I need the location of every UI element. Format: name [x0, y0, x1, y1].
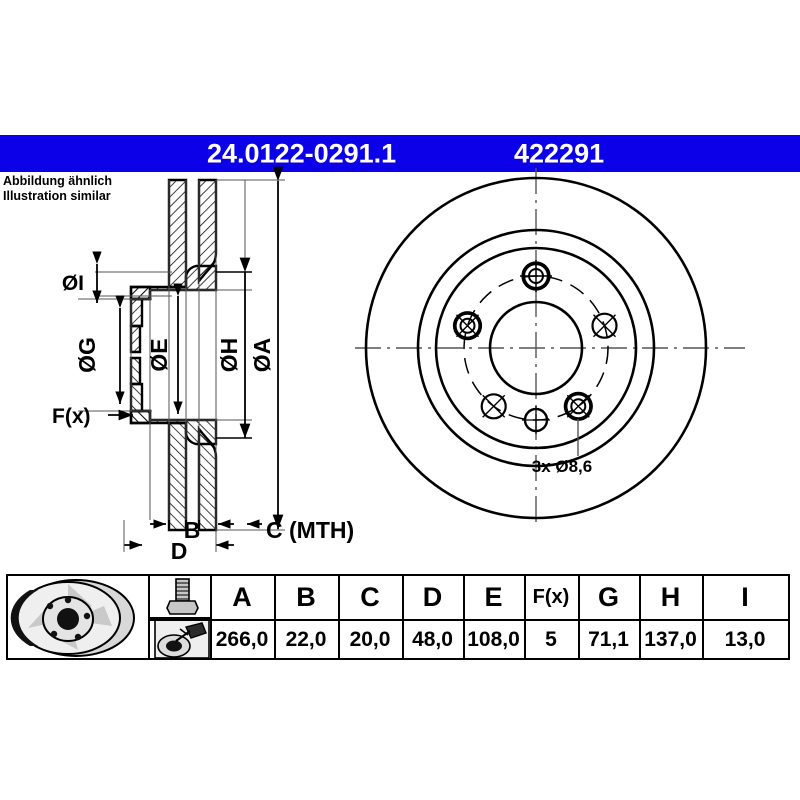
dimension-dia-G: ØG	[74, 295, 125, 404]
part-number: 24.0122-0291.1	[207, 138, 397, 168]
label-f-x: F(x)	[52, 405, 91, 428]
dimension-B: B	[150, 517, 234, 543]
table-divider	[210, 576, 212, 658]
column-header-C: C	[360, 582, 380, 612]
table-divider	[578, 576, 580, 658]
table-divider	[702, 576, 704, 658]
measuring-tool-icon	[154, 619, 210, 659]
section-body-lower	[129, 356, 218, 532]
section-body-upper	[129, 178, 218, 354]
column-header-I: I	[741, 582, 749, 612]
value-A: 266,0	[215, 627, 269, 651]
illustration-note: Abbildung ähnlich Illustration similar	[3, 174, 112, 203]
label-hole-callout: 3x Ø8,6	[532, 457, 593, 476]
plain-holes	[522, 406, 550, 434]
label-dia-I: ØI	[62, 272, 84, 295]
centre-lines	[355, 168, 745, 528]
label-dia-H: ØH	[216, 338, 242, 373]
column-header-G: G	[597, 582, 619, 612]
column-header-A: A	[232, 582, 252, 612]
dimension-dia-H: ØH	[216, 257, 252, 439]
wheel-bolt-icon	[166, 578, 199, 615]
reference-number: 422291	[514, 138, 605, 168]
table-divider	[148, 619, 788, 621]
value-B: 22,0	[285, 627, 327, 651]
threaded-holes	[452, 261, 593, 421]
value-E: 108,0	[467, 627, 520, 651]
table-divider	[338, 576, 340, 658]
label-dia-A: ØA	[249, 338, 275, 373]
table-divider	[463, 576, 465, 658]
callout-hole-diameter: 3x Ø8,6	[532, 419, 593, 476]
part-number-banner: 24.0122-0291.1 422291	[0, 135, 800, 172]
callout-f-x: F(x)	[52, 405, 133, 428]
specification-table: A B C D E F(x) G H I 266,0 22,0 20,0 48,…	[6, 574, 790, 660]
value-I: 13,0	[724, 627, 766, 651]
face-view: 3x Ø8,6	[355, 168, 745, 528]
note-line-de: Abbildung ähnlich	[3, 174, 113, 188]
cross-section-view: ØI ØG ØE ØH ØA	[52, 166, 354, 564]
label-dim-B: B	[184, 517, 201, 543]
hat-outer-circle	[434, 246, 638, 450]
label-dim-D: D	[171, 538, 188, 564]
table-divider	[524, 576, 526, 658]
dimension-dia-E: ØE	[146, 283, 183, 414]
note-line-en: Illustration similar	[3, 188, 111, 203]
value-H: 137,0	[644, 627, 697, 651]
value-G: 71,1	[588, 627, 629, 651]
disc-ring-circle	[416, 228, 656, 468]
hub-bore-circle	[488, 300, 584, 396]
label-dia-E: ØE	[146, 338, 172, 371]
table-divider	[148, 617, 210, 619]
table-divider	[639, 576, 641, 658]
column-header-D: D	[422, 582, 443, 612]
value-Fx: 5	[545, 627, 557, 651]
column-header-H: H	[660, 582, 681, 612]
label-dia-G: ØG	[74, 337, 100, 373]
brake-disc-icon	[10, 579, 135, 657]
dimension-C: C (MTH)	[247, 517, 354, 543]
table-divider	[402, 576, 404, 658]
dimension-dia-A: ØA	[249, 166, 284, 529]
value-D: 48,0	[412, 627, 453, 651]
disc-outer-circle	[364, 176, 708, 520]
table-divider	[274, 576, 276, 658]
dimension-D: D	[123, 520, 234, 564]
column-header-Fx: F(x)	[532, 586, 570, 608]
value-C: 20,0	[349, 627, 391, 651]
column-header-E: E	[484, 582, 503, 612]
column-header-B: B	[296, 582, 316, 612]
label-dim-C: C (MTH)	[266, 517, 354, 543]
dimension-dia-I: ØI	[62, 251, 102, 303]
